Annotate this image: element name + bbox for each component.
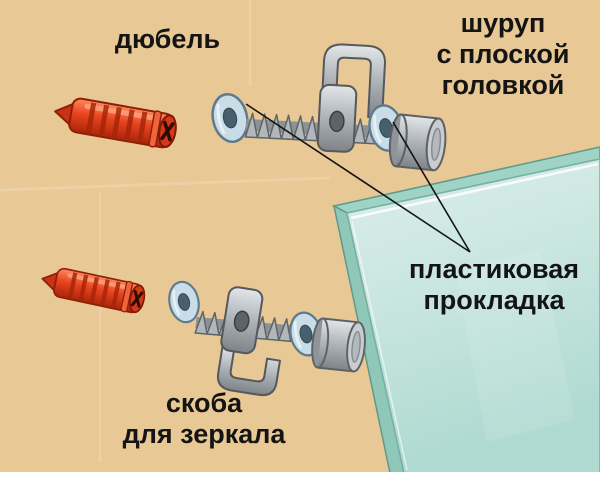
mirror-reflection [455,250,575,442]
tile-grout-lines [0,0,331,462]
label-dowel: дюбель [114,24,221,54]
leader-line-left-gasket [245,103,471,253]
gasket-leader-lines [245,103,471,253]
clip-hole-bottom [233,310,250,332]
label-flat-head-screw: шуруп с плоской головкой [412,8,594,101]
dowel-bottom [37,262,149,317]
label-gasket-line2: прокладка [423,285,565,316]
label-screw-line1: шуруп [460,8,546,38]
label-screw-line3: головкой [441,70,565,101]
mirror-clip-top [316,43,386,153]
clip-hole-top [329,110,345,133]
dowel-top [50,91,181,153]
mirror-side-highlight [351,220,408,471]
label-gasket-line1: пластиковая [409,254,579,284]
mirror-top-highlight [350,162,599,220]
clip-hook-top [321,43,386,119]
bottom-white-margin [0,472,600,500]
clip-hook-bottom [216,344,281,397]
label-bracket-line2: для зеркала [122,419,286,450]
mirror-face [346,158,600,474]
mirror-pane [331,146,600,474]
leader-line-right-gasket [392,121,471,253]
label-bracket-line1: скоба [165,388,243,418]
label-screw-line2: с плоской [436,39,570,70]
label-plastic-gasket: пластиковая прокладка [393,254,595,316]
mirror-clip-bottom [216,286,281,397]
label-mirror-bracket: скоба для зеркала [108,388,300,450]
screw-head-bottom [309,316,369,374]
